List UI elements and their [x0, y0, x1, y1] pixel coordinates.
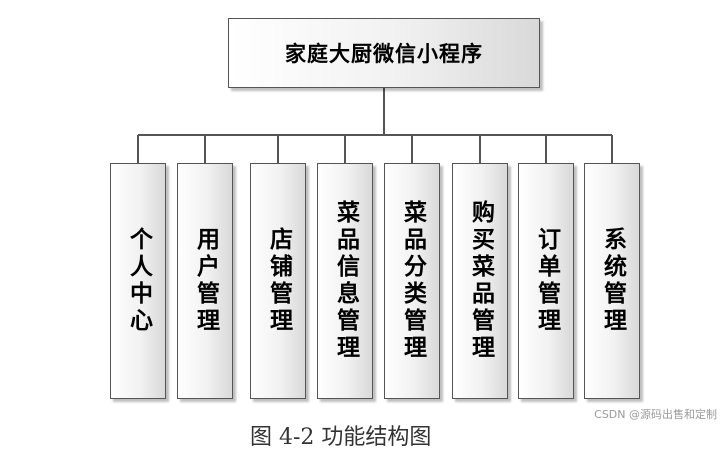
connector-lines — [137, 88, 613, 163]
module-label: 订单管理 — [533, 227, 560, 335]
root-node: 家庭大厨微信小程序 — [228, 18, 540, 88]
module-personal-center: 个人中心 — [110, 163, 166, 399]
module-dish-info-management: 菜品信息管理 — [317, 163, 373, 399]
module-label: 菜品信息管理 — [332, 200, 359, 362]
module-label: 个人中心 — [125, 227, 152, 335]
module-dish-category-management: 菜品分类管理 — [384, 163, 440, 399]
module-order-management: 订单管理 — [518, 163, 574, 399]
watermark-text: CSDN @源码出售和定制 — [594, 408, 717, 421]
module-shop-management: 店铺管理 — [250, 163, 306, 399]
module-label: 系统管理 — [599, 227, 626, 335]
module-system-management: 系统管理 — [584, 163, 640, 399]
module-label: 店铺管理 — [265, 227, 292, 335]
module-user-management: 用户管理 — [177, 163, 233, 399]
module-label: 菜品分类管理 — [399, 200, 426, 362]
module-label: 购买菜品管理 — [467, 200, 494, 362]
module-label: 用户管理 — [192, 227, 219, 335]
root-node-label: 家庭大厨微信小程序 — [285, 42, 483, 66]
module-purchase-dish-management: 购买菜品管理 — [452, 163, 508, 399]
figure-caption: 图 4-2 功能结构图 — [250, 425, 432, 450]
